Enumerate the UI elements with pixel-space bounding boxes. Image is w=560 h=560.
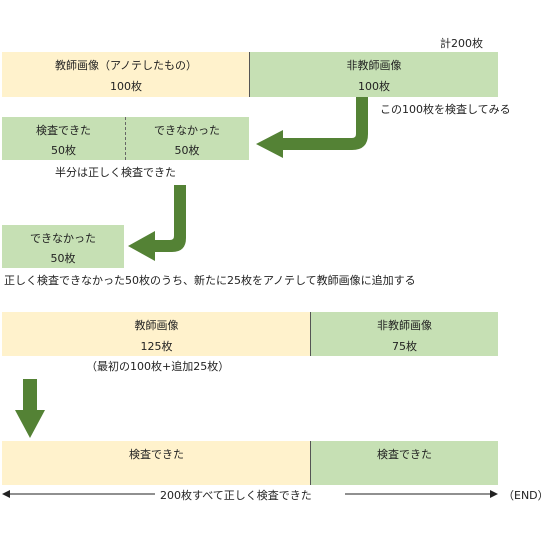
remaining-ng-box: できなかった 50枚 xyxy=(2,225,124,268)
inspected-ng-label: できなかった xyxy=(154,124,220,137)
step4-divider xyxy=(310,312,311,356)
inspected-ok-count: 50枚 xyxy=(51,144,76,157)
end-label: （END） xyxy=(503,489,549,502)
non-teacher-images-label: 非教師画像 xyxy=(346,59,402,72)
teacher-breakdown-note: （最初の100枚+追加25枚） xyxy=(86,360,230,373)
final-ok-right-box: 検査できた xyxy=(311,441,498,485)
all-ok-summary: 200枚すべて正しく検査できた xyxy=(160,489,312,502)
final-ok-right-label: 検査できた xyxy=(377,448,432,461)
teacher-images-box: 教師画像（アノテしたもの） 100枚 xyxy=(2,52,250,97)
annotate-note: 正しく検査できなかった50枚のうち、新たに25枚をアノテして教師画像に追加する xyxy=(4,274,416,287)
final-ok-left-box: 検査できた xyxy=(2,441,311,485)
teacher-images-count: 100枚 xyxy=(110,80,142,93)
final-ok-left-label: 検査できた xyxy=(129,448,184,461)
teacher-images-updated-box: 教師画像 125枚 xyxy=(2,312,311,356)
non-teacher-images-updated-label: 非教師画像 xyxy=(377,319,432,332)
total-count-label: 計200枚 xyxy=(440,37,483,50)
inspected-ok-box: 検査できた 50枚 xyxy=(2,117,125,160)
step5-divider xyxy=(310,441,311,485)
inspected-ng-count: 50枚 xyxy=(174,144,200,157)
remaining-ng-count: 50枚 xyxy=(50,252,76,265)
non-teacher-images-updated-box: 非教師画像 75枚 xyxy=(311,312,498,356)
non-teacher-images-count: 100枚 xyxy=(358,80,390,93)
step1-divider xyxy=(249,52,250,97)
non-teacher-images-updated-count: 75枚 xyxy=(392,340,417,353)
inspected-ok-label: 検査できた xyxy=(36,124,91,137)
inspected-ng-box: できなかった 50枚 xyxy=(125,117,249,160)
remaining-ng-label: できなかった xyxy=(30,232,96,245)
teacher-images-updated-label: 教師画像 xyxy=(134,319,179,332)
inspect-note: この100枚を検査してみる xyxy=(380,103,511,116)
step2-divider xyxy=(125,117,126,160)
non-teacher-images-box: 非教師画像 100枚 xyxy=(250,52,498,97)
half-ok-note: 半分は正しく検査できた xyxy=(55,166,176,179)
teacher-images-label: 教師画像（アノテしたもの） xyxy=(54,59,197,72)
teacher-images-updated-count: 125枚 xyxy=(140,340,173,353)
